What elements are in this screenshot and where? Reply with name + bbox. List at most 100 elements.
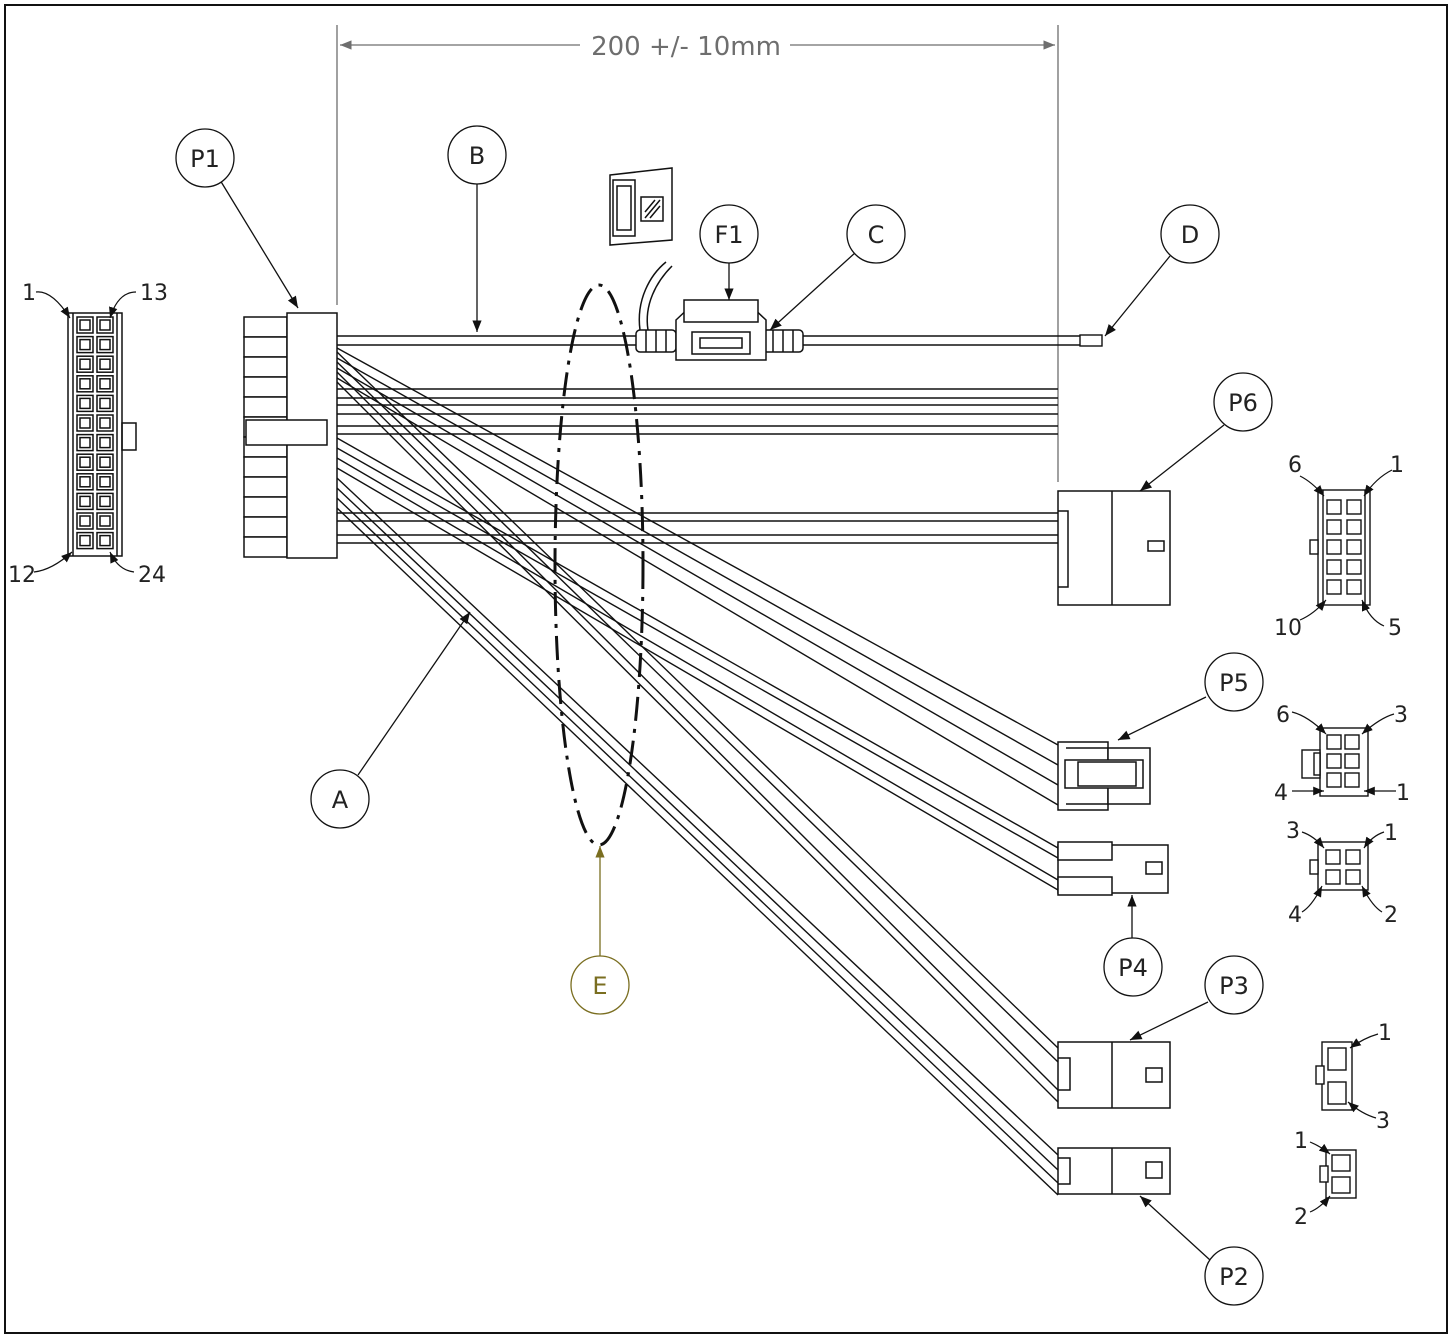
connector-cavity: [76, 473, 94, 491]
connector-cavity: [1344, 734, 1360, 750]
connector-cavity: [96, 492, 114, 511]
p1-terminal: [243, 536, 288, 558]
balloon-d: D: [1160, 204, 1220, 264]
connector-cavity: [1326, 559, 1342, 575]
connector-cavity: [1326, 753, 1342, 769]
balloon-b: B: [447, 125, 507, 185]
connector-cavity-inner: [99, 338, 111, 351]
p2-connector: [1057, 1147, 1171, 1195]
connector-cavity: [76, 375, 94, 393]
connector-cavity: [76, 355, 94, 373]
p4-pin-4-label: 4: [1288, 903, 1302, 928]
p5-pin-6-label: 6: [1276, 703, 1290, 728]
svg-text:E: E: [592, 972, 607, 1000]
connector-cavity-inner: [99, 515, 111, 527]
connector-cavity-inner: [99, 436, 111, 449]
p4-pin-2-label: 2: [1384, 903, 1398, 928]
p1-terminal: [243, 316, 288, 338]
connector-cavity: [76, 433, 94, 452]
p2-pin-2-label: 2: [1294, 1205, 1308, 1230]
balloon-p6: P6: [1213, 372, 1273, 432]
connector-cavity: [1345, 869, 1361, 885]
balloon-e: E: [570, 955, 630, 1015]
leader-lines: [219, 179, 1225, 1261]
p1-connector: [243, 312, 338, 559]
p3-pin-labels: 1 3: [1347, 1021, 1392, 1134]
svg-text:D: D: [1181, 221, 1199, 249]
p3-pin-3-label: 3: [1376, 1109, 1390, 1134]
connector-cavity: [1346, 519, 1362, 535]
connector-cavity-inner: [99, 534, 111, 547]
p5-pin-labels: 6 3 4 1: [1274, 703, 1410, 806]
connector-cavity: [1326, 499, 1342, 515]
connector-cavity: [1346, 579, 1362, 595]
connector-cavity: [1326, 734, 1342, 750]
p1-pin-1-label: 1: [22, 281, 36, 306]
connector-cavity-inner: [99, 476, 111, 488]
connector-cavity: [96, 316, 114, 334]
connector-cavity: [76, 531, 94, 550]
connector-cavity: [76, 394, 94, 413]
connector-cavity-inner: [99, 378, 111, 390]
p1-terminal: [243, 476, 288, 498]
connector-cavity: [1345, 849, 1361, 865]
p1-terminal: [243, 516, 288, 538]
connector-cavity-inner: [79, 397, 91, 410]
wires: [336, 335, 1100, 1196]
balloon-p1: P1: [175, 128, 235, 188]
connector-cavity-inner: [99, 417, 111, 429]
p5-connector: [1057, 741, 1151, 811]
connector-cavity-inner: [79, 417, 91, 429]
p6-pin-10-label: 10: [1274, 616, 1302, 641]
svg-text:A: A: [332, 786, 349, 814]
connector-cavity-inner: [99, 397, 111, 410]
connector-cavity: [1326, 539, 1342, 555]
p1-pin-labels: 1 13 12 24: [8, 281, 168, 588]
p4-pin-labels: 3 1 4 2: [1286, 819, 1398, 928]
p6-pin-1-label: 1: [1390, 453, 1404, 478]
balloon-a: A: [310, 769, 370, 829]
svg-text:P1: P1: [190, 145, 220, 173]
connector-cavity-inner: [79, 319, 91, 331]
connector-cavity: [96, 414, 114, 432]
p6-pin-labels: 6 1 10 5: [1274, 453, 1404, 641]
connector-cavity-inner: [99, 319, 111, 331]
svg-text:F1: F1: [714, 221, 743, 249]
p6-pin-5-label: 5: [1388, 616, 1402, 641]
p4-pin-3-label: 3: [1286, 819, 1300, 844]
p1-terminal: [243, 396, 288, 418]
p1-face-view: [67, 312, 137, 557]
connector-cavity: [1346, 539, 1362, 555]
connector-cavity: [76, 492, 94, 511]
connector-cavity: [76, 316, 94, 334]
dimension-label: 200 +/- 10mm: [591, 32, 781, 62]
p6-connector: [1057, 490, 1171, 606]
connector-cavity-inner: [99, 358, 111, 370]
connector-cavity: [1346, 499, 1362, 515]
p2-pin-labels: 1 2: [1294, 1129, 1331, 1230]
p1-pin-24-label: 24: [138, 563, 166, 588]
connector-cavity-inner: [79, 456, 91, 468]
connector-cavity: [96, 473, 114, 491]
p1-terminal: [243, 356, 288, 378]
p3-face-view: [1315, 1041, 1353, 1111]
connector-cavity: [76, 453, 94, 471]
connector-cavity: [96, 375, 114, 393]
connector-cavity: [76, 335, 94, 354]
balloon-p4: P4: [1103, 937, 1163, 997]
balloon-f1: F1: [699, 204, 759, 264]
bundle-region-e: [553, 283, 645, 847]
connector-cavity: [96, 433, 114, 452]
p1-terminal: [243, 336, 288, 358]
connector-cavity: [76, 512, 94, 530]
connector-cavity-inner: [99, 495, 111, 508]
svg-text:P5: P5: [1219, 669, 1249, 697]
svg-text:P2: P2: [1219, 1263, 1249, 1291]
p5-face-view: [1301, 727, 1369, 797]
connector-cavity: [1344, 772, 1360, 788]
connector-cavity: [1325, 849, 1341, 865]
balloons: P1 B F1 C D P6 P5 P4: [175, 125, 1273, 1306]
balloon-p2: P2: [1204, 1246, 1264, 1306]
